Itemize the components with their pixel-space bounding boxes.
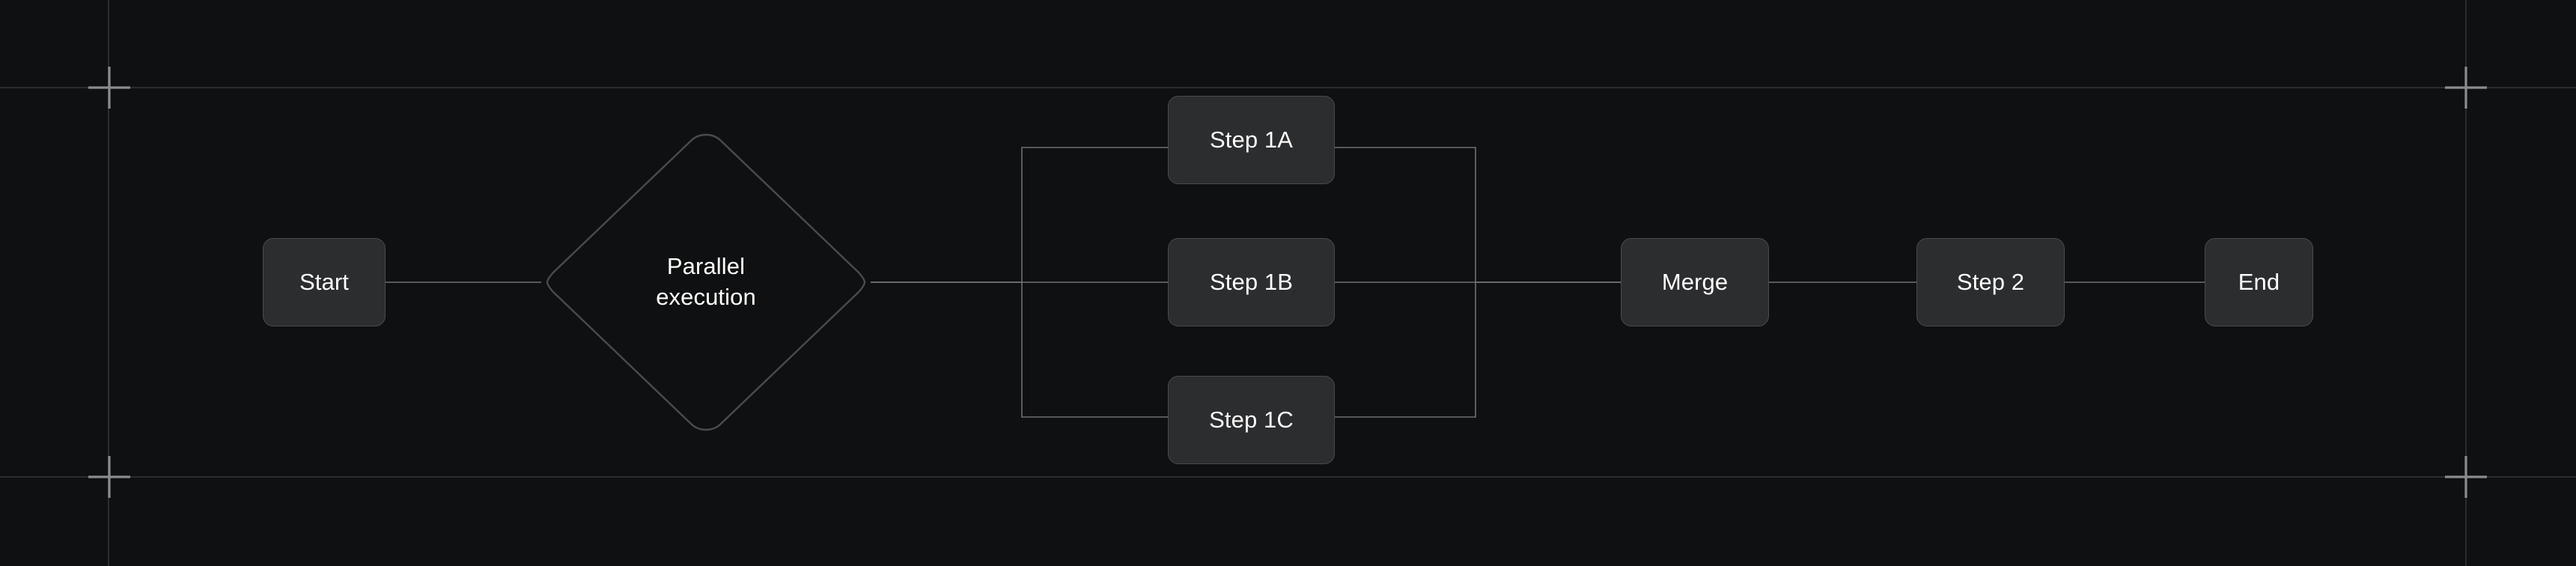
node-end[interactable]: End: [2205, 238, 2313, 326]
node-step-1a[interactable]: Step 1A: [1168, 96, 1335, 184]
node-parallel-execution-label: Parallel execution: [656, 252, 756, 313]
marker-bottom-right[interactable]: [2445, 456, 2487, 498]
node-parallel-execution[interactable]: Parallel execution: [541, 129, 871, 436]
node-step-1b[interactable]: Step 1B: [1168, 238, 1335, 326]
edge-parallel-step1c: [871, 282, 1168, 418]
label-line-2: execution: [656, 284, 756, 310]
node-merge[interactable]: Merge: [1621, 238, 1769, 326]
edge-parallel-step1a: [871, 147, 1168, 283]
marker-top-left[interactable]: [88, 67, 130, 109]
marker-top-right[interactable]: [2445, 67, 2487, 109]
diamond-shape: [546, 133, 866, 431]
node-start[interactable]: Start: [263, 238, 386, 326]
edge-step1c-merge: [1335, 282, 1621, 418]
marker-bottom-left[interactable]: [88, 456, 130, 498]
label-line-1: Parallel: [666, 253, 746, 280]
node-step-1c[interactable]: Step 1C: [1168, 376, 1335, 464]
edge-step1a-merge: [1335, 147, 1621, 283]
node-step-2[interactable]: Step 2: [1916, 238, 2065, 326]
